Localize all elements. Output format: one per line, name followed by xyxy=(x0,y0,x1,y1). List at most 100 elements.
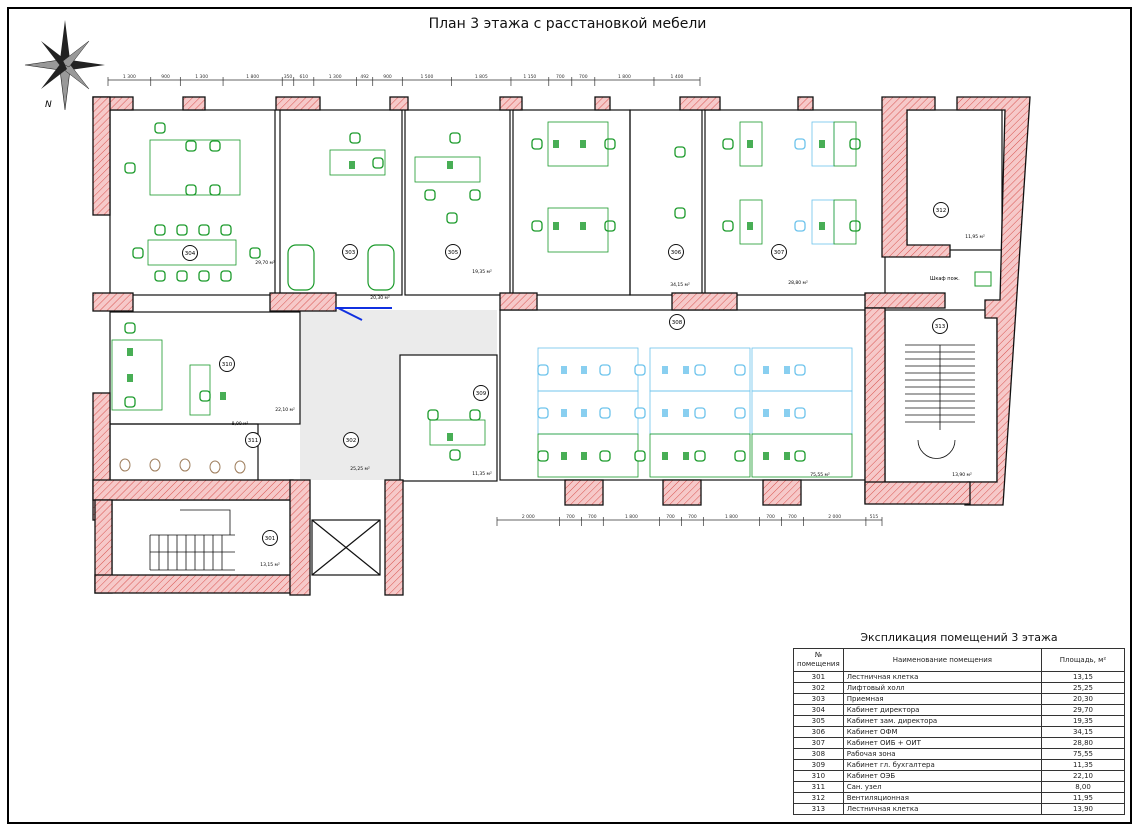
chair-icon xyxy=(469,189,481,201)
dimension-value: 492 xyxy=(360,74,369,80)
computer-icon xyxy=(580,222,586,230)
dimension-value: 1 805 xyxy=(475,74,488,80)
chair-icon xyxy=(176,224,188,236)
room-number-marker xyxy=(771,244,787,260)
room-number-marker xyxy=(445,244,461,260)
chair-icon xyxy=(599,407,611,419)
chair-icon xyxy=(734,364,746,376)
dimension-value: 1 800 xyxy=(625,514,638,520)
chair-icon xyxy=(794,220,806,232)
chair-icon xyxy=(372,157,384,169)
chair-icon xyxy=(537,407,549,419)
computer-icon xyxy=(349,161,355,169)
chair-icon xyxy=(220,270,232,282)
chair-icon xyxy=(446,212,458,224)
dimension-value: 2 000 xyxy=(828,514,841,520)
room-name-cell: Кабинет ОИБ + ОИТ xyxy=(842,737,1043,749)
chair-icon xyxy=(154,270,166,282)
room-number-marker xyxy=(933,202,949,218)
dimension-value: 515 xyxy=(870,514,879,520)
room-number: 302 xyxy=(346,438,357,444)
chair-icon xyxy=(537,450,549,462)
dimension-value: 700 xyxy=(788,514,797,520)
drawing-title: План 3 этажа с расстановкой мебели xyxy=(428,16,707,32)
room-name-cell: Лифтовый холл xyxy=(842,682,1043,694)
fire-cabinet: Шкаф пож. xyxy=(930,271,992,287)
chair-icon xyxy=(209,140,221,152)
computer-icon xyxy=(683,409,689,417)
room-area: 22,10 м² xyxy=(275,407,295,413)
computer-icon xyxy=(220,392,226,400)
dimension-value: 700 xyxy=(588,514,597,520)
sofa-icon xyxy=(367,244,395,291)
dimension-value: 1 800 xyxy=(618,74,631,80)
dimension-value: 1 300 xyxy=(123,74,136,80)
compass-north-label: N xyxy=(45,100,52,110)
room-area-cell: 22,10 xyxy=(1041,770,1125,782)
desk xyxy=(739,121,763,167)
room-area-cell: 20,30 xyxy=(1041,693,1125,705)
desk xyxy=(414,156,481,183)
room-name-cell: Лестничная клетка xyxy=(842,803,1043,815)
dimension-value: 350 xyxy=(284,74,293,80)
room-name-cell: Сан. узел xyxy=(842,781,1043,793)
room-name-cell: Кабинет директора xyxy=(842,704,1043,716)
staircase-301 xyxy=(149,509,235,571)
chair-icon xyxy=(424,189,436,201)
room-area-cell: 29,70 xyxy=(1041,704,1125,716)
room-number-cell: 313 xyxy=(793,803,844,815)
explication-header-row: № помещения Наименование помещения Площа… xyxy=(793,648,1125,672)
dimension-value: 610 xyxy=(299,74,308,80)
room-number-cell: 307 xyxy=(793,737,844,749)
computer-icon xyxy=(819,140,825,148)
room-name-cell: Кабинет ОЭБ xyxy=(842,770,1043,782)
desk xyxy=(147,239,237,266)
entrance-door[interactable] xyxy=(335,307,392,321)
room-area: 25,25 м² xyxy=(350,466,370,472)
chair-icon xyxy=(220,224,232,236)
chair-icon xyxy=(722,220,734,232)
room-name-cell: Вентиляционная xyxy=(842,792,1043,804)
room-area: 29,70 м² xyxy=(255,260,275,266)
room-area: 20,30 м² xyxy=(370,295,390,301)
computer-icon xyxy=(662,452,668,460)
chair-icon xyxy=(674,207,686,219)
compass-rose-icon: N xyxy=(24,20,105,111)
room-number-cell: 310 xyxy=(793,770,844,782)
room-name-cell: Лестничная клетка xyxy=(842,671,1043,683)
room-number-cell: 301 xyxy=(793,671,844,683)
room-number-marker xyxy=(342,244,358,260)
chair-icon xyxy=(198,270,210,282)
room-area: 13,15 м² xyxy=(260,562,280,568)
room-number: 312 xyxy=(936,208,947,214)
dimension-value: 700 xyxy=(688,514,697,520)
desk xyxy=(833,199,857,245)
room-area-cell: 25,25 xyxy=(1041,682,1125,694)
computer-icon xyxy=(447,433,453,441)
room-number-marker xyxy=(473,385,489,401)
toilet-icon xyxy=(149,458,161,472)
computer-icon xyxy=(763,366,769,374)
dimension-value: 1 400 xyxy=(671,74,684,80)
room-name-cell: Кабинет ОФМ xyxy=(842,726,1043,738)
chair-icon xyxy=(604,138,616,150)
room-number: 309 xyxy=(476,391,487,397)
dimension-value: 700 xyxy=(766,514,775,520)
room-area-cell: 28,80 xyxy=(1041,737,1125,749)
room-number-marker xyxy=(219,356,235,372)
desk xyxy=(547,207,609,253)
dimension-value: 700 xyxy=(556,74,565,80)
chair-icon xyxy=(634,450,646,462)
chair-icon xyxy=(634,364,646,376)
